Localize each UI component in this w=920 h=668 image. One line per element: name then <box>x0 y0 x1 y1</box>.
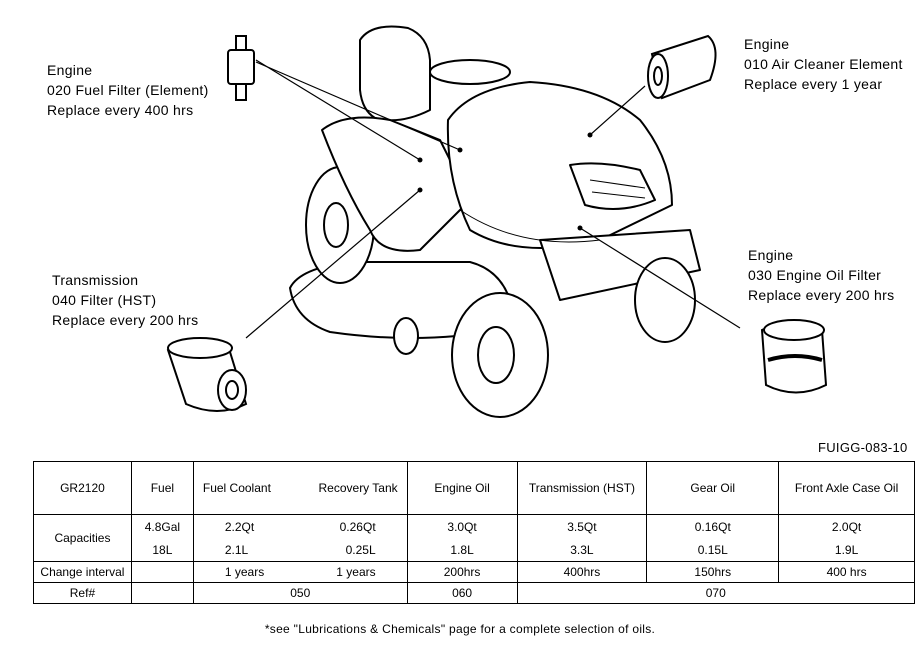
header-engine-oil: Engine Oil <box>406 461 518 515</box>
ref-engine-oil: 060 <box>406 582 518 604</box>
air-cleaner-callout: Engine 010 Air Cleaner Element Replace e… <box>744 34 903 94</box>
callout-system: Engine <box>744 36 790 52</box>
cap-us-fuel: 4.8Gal <box>130 514 194 538</box>
fuel-filter-callout: Engine 020 Fuel Filter (Element) Replace… <box>47 60 209 120</box>
table-header-row: GR2120 Fuel Fuel Coolant Recovery Tank E… <box>33 461 915 515</box>
callout-interval: Replace every 200 hrs <box>52 312 199 328</box>
interval-fuel <box>130 561 194 583</box>
cap-us-coolant: 2.2Qt 0.26Qt <box>192 514 408 538</box>
cap-us-transmission: 3.5Qt <box>516 514 648 538</box>
cap-us-front-axle: 2.0Qt <box>778 514 915 538</box>
deck-caster <box>393 317 419 355</box>
figure-code: FUIGG-083-10 <box>818 440 908 455</box>
table-row: Capacities 4.8Gal 2.2Qt 0.26Qt 3.0Qt 3.5… <box>33 514 915 562</box>
oil-filter-part <box>760 319 828 394</box>
table-row: 18L 2.1L 0.25L 1.8L 3.3L 0.15L 1.9L <box>34 538 915 562</box>
cap-metric-transmission: 3.3L <box>516 538 648 562</box>
tractor-illustration <box>166 25 828 418</box>
transmission-filter-callout: Transmission 040 Filter (HST) Replace ev… <box>52 270 198 330</box>
hood <box>446 81 673 249</box>
interval-engine-oil: 200hrs <box>406 561 518 583</box>
callout-system: Engine <box>748 247 794 263</box>
rear-left-hub <box>323 202 349 248</box>
interval-fuel-coolant: 1 years <box>224 565 265 579</box>
footnote: *see "Lubrications & Chemicals" page for… <box>264 622 656 636</box>
front-right-wheel <box>634 257 696 343</box>
ref-fuel <box>130 582 194 604</box>
model-cell: GR2120 <box>33 461 132 515</box>
callout-part: 030 Engine Oil Filter <box>748 267 882 283</box>
grille <box>569 162 656 210</box>
capacities-label: Capacities <box>33 514 132 562</box>
front-bumper <box>539 229 701 301</box>
interval-transmission: 400hrs <box>516 561 648 583</box>
header-coolant: Fuel Coolant Recovery Tank <box>192 461 408 515</box>
capacity-table: GR2120 Fuel Fuel Coolant Recovery Tank E… <box>33 461 915 604</box>
cap-us-recovery-tank: 0.26Qt <box>339 519 376 534</box>
callout-interval: Replace every 400 hrs <box>47 102 194 118</box>
interval-front-axle: 400 hrs <box>778 561 915 583</box>
header-fuel: Fuel <box>130 461 194 515</box>
oil-filter-callout: Engine 030 Engine Oil Filter Replace eve… <box>748 245 894 305</box>
fuel-filter-part <box>227 35 255 101</box>
ref-coolant: 050 <box>192 582 408 604</box>
header-front-axle: Front Axle Case Oil <box>778 461 915 515</box>
cap-us-engine-oil: 3.0Qt <box>406 514 518 538</box>
rear-fender <box>321 116 471 252</box>
ref-label: Ref# <box>33 582 132 604</box>
cap-metric-coolant: 2.1L 0.25L <box>192 538 408 562</box>
table-row: Change interval 1 years 1 years 200hrs 4… <box>33 561 915 583</box>
table-row: Ref# 050 060 070 <box>33 582 915 604</box>
transmission-filter-part <box>166 337 248 412</box>
air-cleaner-part <box>647 34 717 100</box>
cap-metric-recovery-tank: 0.25L <box>345 542 376 557</box>
cap-metric-fuel: 18L <box>130 538 194 562</box>
callout-part: 010 Air Cleaner Element <box>744 56 903 72</box>
front-wheel-hub <box>477 326 515 384</box>
cap-metric-fuel-coolant: 2.1L <box>224 542 249 557</box>
interval-gear-oil: 150hrs <box>646 561 780 583</box>
ref-gear-group: 070 <box>516 582 915 604</box>
interval-recovery-tank: 1 years <box>336 565 376 579</box>
cap-metric-front-axle: 1.9L <box>778 538 915 562</box>
callout-interval: Replace every 200 hrs <box>748 287 895 303</box>
cap-us-gear-oil: 0.16Qt <box>646 514 780 538</box>
callout-interval: Replace every 1 year <box>744 76 883 92</box>
callout-system: Engine <box>47 62 93 78</box>
header-transmission: Transmission (HST) <box>516 461 648 515</box>
callout-system: Transmission <box>52 272 139 288</box>
cap-metric-engine-oil: 1.8L <box>406 538 518 562</box>
seat <box>359 25 431 122</box>
steering-wheel <box>429 59 511 85</box>
callout-part: 040 Filter (HST) <box>52 292 157 308</box>
cap-metric-gear-oil: 0.15L <box>646 538 780 562</box>
header-gear-oil: Gear Oil <box>646 461 780 515</box>
callout-part: 020 Fuel Filter (Element) <box>47 82 209 98</box>
cap-us-fuel-coolant: 2.2Qt <box>224 519 255 534</box>
interval-coolant: 1 years 1 years <box>192 561 408 583</box>
header-fuel-coolant: Fuel Coolant <box>202 481 271 495</box>
change-interval-label: Change interval <box>33 561 132 583</box>
header-recovery-tank: Recovery Tank <box>318 481 398 495</box>
